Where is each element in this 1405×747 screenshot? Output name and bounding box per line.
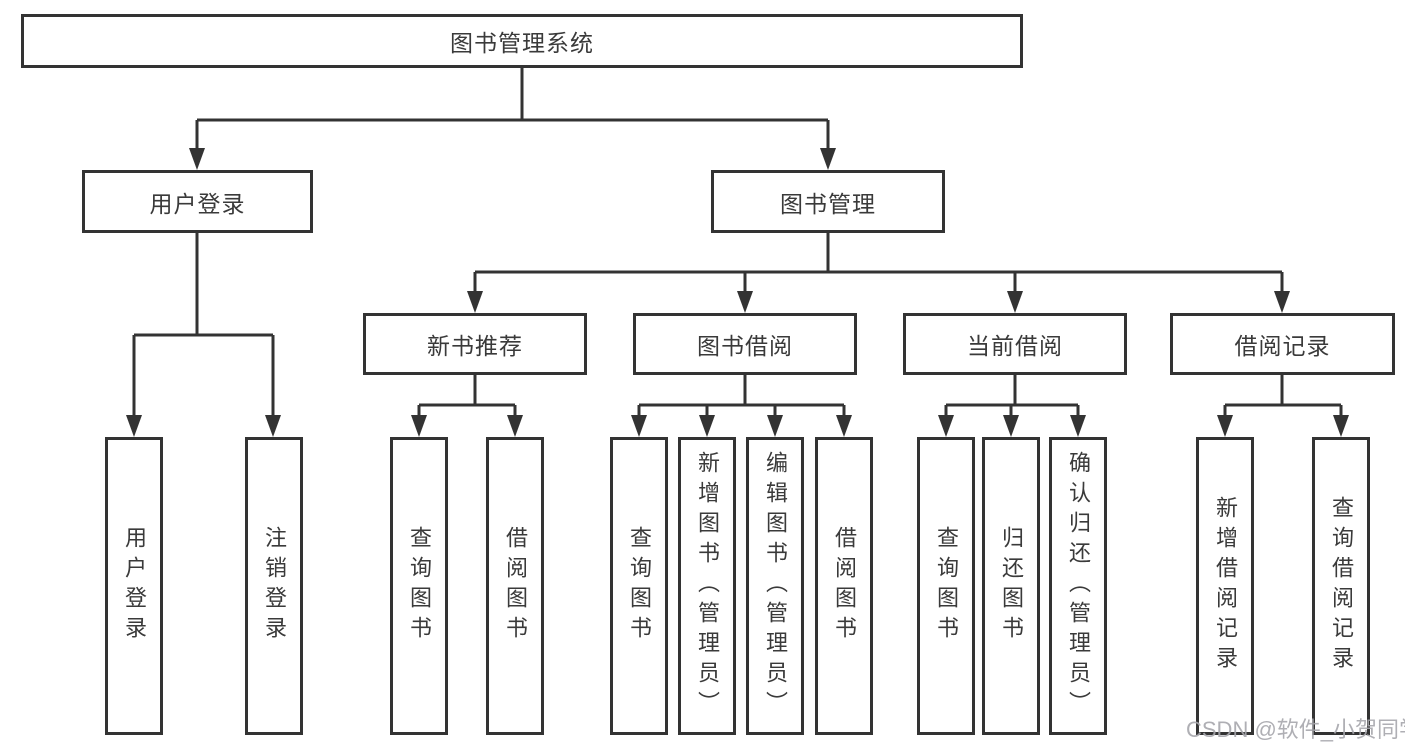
arrowheads <box>126 148 1349 437</box>
node-leaf-query-borrow-record: 查询借阅记录 <box>1312 437 1370 735</box>
node-label: 图书管理系统 <box>450 30 594 56</box>
node-label: 查询图书 <box>934 526 959 646</box>
node-new-book-recommendation: 新书推荐 <box>363 313 587 375</box>
node-label: 新增借阅记录 <box>1213 496 1238 676</box>
node-leaf-add-borrow-record: 新增借阅记录 <box>1196 437 1254 735</box>
node-label: 编辑图书（管理员） <box>763 451 788 721</box>
node-book-borrowing: 图书借阅 <box>633 313 857 375</box>
node-label: 归还图书 <box>999 526 1024 646</box>
node-leaf-borrow-books: 借阅图书 <box>815 437 873 735</box>
node-borrowing-records: 借阅记录 <box>1170 313 1395 375</box>
node-label: 查询借阅记录 <box>1329 496 1354 676</box>
node-label: 查询图书 <box>407 526 432 646</box>
node-label: 确认归还（管理员） <box>1066 451 1091 721</box>
node-leaf-return-books: 归还图书 <box>982 437 1040 735</box>
node-leaf-user-login: 用户登录 <box>105 437 163 735</box>
node-leaf-edit-book-admin: 编辑图书（管理员） <box>746 437 804 735</box>
node-label: 注销登录 <box>262 526 287 646</box>
node-leaf-query-books-borrowing: 查询图书 <box>610 437 668 735</box>
node-leaf-borrow-books-recommend: 借阅图书 <box>486 437 544 735</box>
node-leaf-confirm-return-admin: 确认归还（管理员） <box>1049 437 1107 735</box>
node-label: 图书借阅 <box>697 333 793 359</box>
node-leaf-add-book-admin: 新增图书（管理员） <box>678 437 736 735</box>
node-label: 查询图书 <box>627 526 652 646</box>
node-label: 用户登录 <box>149 190 246 217</box>
node-leaf-query-books-current: 查询图书 <box>917 437 975 735</box>
node-leaf-logout: 注销登录 <box>245 437 303 735</box>
node-label: 用户登录 <box>122 526 147 646</box>
node-label: 借阅图书 <box>832 526 857 646</box>
node-label: 当前借阅 <box>967 333 1063 359</box>
node-label: 新增图书（管理员） <box>695 451 720 721</box>
node-label: 借阅记录 <box>1234 333 1331 359</box>
node-book-management: 图书管理 <box>711 170 945 233</box>
node-label: 借阅图书 <box>503 526 528 646</box>
node-user-login: 用户登录 <box>82 170 313 233</box>
node-current-borrowing: 当前借阅 <box>903 313 1127 375</box>
node-library-management-system: 图书管理系统 <box>21 14 1023 68</box>
watermark-text: CSDN @软件_小贺同学 <box>1186 717 1405 742</box>
node-leaf-query-books-recommend: 查询图书 <box>390 437 448 735</box>
node-label: 图书管理 <box>780 190 876 217</box>
node-label: 新书推荐 <box>427 333 523 359</box>
